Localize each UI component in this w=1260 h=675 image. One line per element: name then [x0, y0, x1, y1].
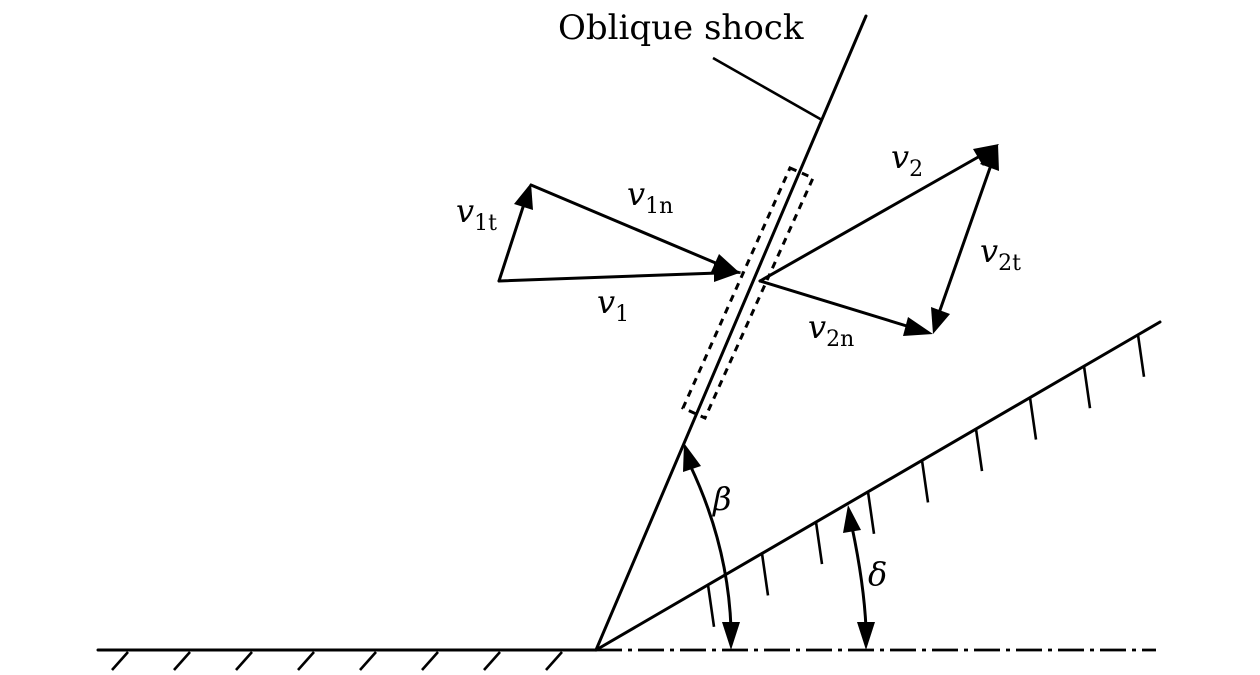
- v2-arrowhead: [973, 144, 999, 166]
- ground-hatch-mark: [173, 651, 191, 671]
- delta-arrowhead-top: [843, 505, 861, 533]
- v1-vector: [497, 271, 720, 283]
- wedge-hatch-mark: [920, 460, 930, 503]
- v1-label: v1: [597, 283, 629, 327]
- v2t-arrowhead: [980, 144, 999, 171]
- v1t-label: v1t: [456, 192, 497, 236]
- beta-angle-arc: [683, 443, 740, 650]
- v1t-vector: [497, 202, 526, 283]
- ground-wall: [96, 648, 598, 671]
- v1n-vector: [529, 183, 720, 266]
- v2n-vector: [758, 279, 912, 329]
- shock-line: [594, 14, 868, 652]
- wedge-hatch-mark: [706, 584, 716, 628]
- delta-arrowhead-bottom: [857, 622, 875, 650]
- ground-hatch-mark: [297, 651, 315, 671]
- delta-label: δ: [868, 555, 887, 593]
- beta-label: β: [712, 480, 732, 518]
- v2-label: v2: [891, 138, 923, 182]
- ground-hatch-mark: [421, 651, 439, 671]
- v2n-arrowhead: [903, 317, 933, 336]
- delta-angle-arc: [843, 505, 875, 650]
- wedge-hatch-mark: [1136, 334, 1146, 377]
- wedge-hatch-mark: [1028, 397, 1038, 440]
- upstream-velocity-triangle: [497, 183, 742, 283]
- ground-hatch-mark: [235, 651, 253, 671]
- v2t-label: v2t: [980, 232, 1021, 276]
- ground-hatch-mark: [359, 651, 377, 671]
- downstream-velocity-triangle: [758, 144, 999, 336]
- ground-hatch-mark: [483, 651, 501, 671]
- ground-hatch-mark: [545, 651, 563, 671]
- v2t-vector: [937, 163, 993, 315]
- control-volume-box: [681, 166, 815, 420]
- wedge-hatch-mark: [974, 428, 984, 472]
- beta-arrowhead-bottom: [722, 622, 740, 650]
- wedge-hatch-marks: [706, 334, 1146, 628]
- wedge-surface: [594, 320, 1162, 652]
- v2n-label: v2n: [808, 308, 854, 352]
- wedge-hatch-mark: [814, 521, 824, 565]
- wedge-hatch-mark: [760, 553, 770, 596]
- ground-hatch-mark: [111, 651, 129, 671]
- v1n-arrowhead: [711, 254, 741, 274]
- v1n-label: v1n: [627, 175, 673, 219]
- diagram-title: Oblique shock: [558, 8, 804, 48]
- wedge-hatch-mark: [1082, 366, 1092, 409]
- beta-arrowhead-top: [683, 443, 701, 472]
- v2t-tail-arrowhead: [931, 307, 950, 334]
- title-leader-line: [712, 56, 823, 122]
- v1t-arrowhead: [514, 183, 533, 210]
- v2-vector: [758, 154, 982, 283]
- wedge-hatch-mark: [866, 491, 876, 534]
- ground-hatch-marks: [111, 651, 563, 671]
